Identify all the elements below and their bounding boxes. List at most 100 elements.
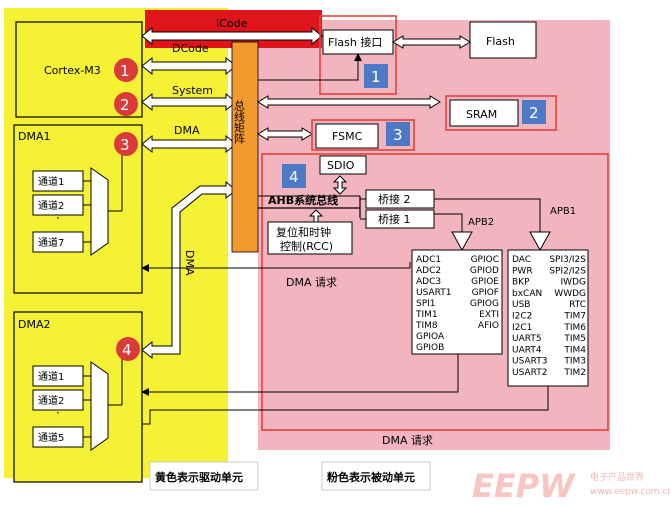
peripheral-label: USART2 xyxy=(512,368,547,378)
dma1-label: DMA1 xyxy=(18,130,50,143)
bus-matrix-label: 总线矩阵 xyxy=(233,99,246,145)
peripheral-label: TIM4 xyxy=(563,345,586,355)
dma1-ellipsis: · xyxy=(56,211,60,225)
red-badge-4 xyxy=(116,337,140,361)
peripheral-label: I2C1 xyxy=(512,323,532,333)
dma-bus-label: DMA xyxy=(174,124,200,137)
sdio-box xyxy=(319,155,367,175)
flash-interface-box xyxy=(322,29,394,55)
peripheral-label: UART4 xyxy=(512,345,542,355)
apb1-line xyxy=(434,198,541,232)
ahb-region-border xyxy=(261,153,609,431)
apb1-peripherals-box xyxy=(507,249,589,387)
peripheral-label: EXTI xyxy=(479,310,499,320)
dcode-label: DCode xyxy=(172,42,209,55)
dma2-channel-c-label: 通道5 xyxy=(38,431,64,444)
red-badge-2 xyxy=(114,92,138,116)
peripheral-label: USART3 xyxy=(512,357,547,367)
bridge2-label: 桥接 2 xyxy=(378,193,411,206)
matrix-to-flash-if xyxy=(258,53,362,81)
rcc-box xyxy=(267,221,353,255)
peripheral-label: TIM8 xyxy=(415,321,438,331)
dma2-ellipsis: · xyxy=(56,406,60,420)
peripheral-label: GPIOB xyxy=(416,343,444,353)
peripheral-label: USB xyxy=(512,300,530,310)
cortex-m3-label: Cortex-M3 xyxy=(44,64,101,77)
rcc-label-line2: 控制(RCC) xyxy=(280,239,333,253)
red-badge-3 xyxy=(114,132,138,156)
sram-highlight xyxy=(445,95,557,131)
peripheral-label: GPIOF xyxy=(472,288,499,298)
sdio-label: SDIO xyxy=(327,159,355,172)
dma-request-line-2 xyxy=(141,354,459,396)
peripheral-label: ADC1 xyxy=(416,255,441,265)
dma1-arbiter xyxy=(90,167,109,256)
peripheral-label: GPIOA xyxy=(416,332,445,342)
apb1-right-column: SPI3/I2SSPI2/I2SIWDGWWDGRTCTIM7TIM6TIM5T… xyxy=(549,255,586,378)
peripheral-label: AFIO xyxy=(478,321,499,331)
sram-link-arrow xyxy=(257,95,441,109)
apb1-left-column: DACPWRBKPbxCANUSBI2C2I2C1UART5UART4USART… xyxy=(512,255,547,378)
peripheral-label: I2C2 xyxy=(512,312,532,322)
flash-box xyxy=(469,21,537,59)
dma-vertical-label: DMA xyxy=(183,250,196,276)
peripheral-label: SPI3/I2S xyxy=(549,255,586,265)
fsmc-highlight xyxy=(311,119,415,151)
flash-interface-highlight xyxy=(319,15,397,95)
dma-request-line-3 xyxy=(142,386,549,425)
peripheral-label: SPI2/I2S xyxy=(549,266,586,276)
red-badge-1-text: 1 xyxy=(120,62,130,80)
flash-link-arrow xyxy=(392,35,471,49)
peripheral-label: TIM1 xyxy=(415,310,438,320)
apb2-line xyxy=(434,213,463,232)
fsmc-box xyxy=(315,123,379,149)
peripheral-label: GPIOE xyxy=(471,277,499,287)
dma2-channel-a-label: 通道1 xyxy=(38,370,64,383)
peripheral-label: TIM3 xyxy=(563,357,586,367)
peripheral-label: BKP xyxy=(512,278,530,288)
ahb-label: AHB系统总线 xyxy=(268,193,338,207)
icode-arrow xyxy=(141,26,323,46)
legend-pink-label: 粉色表示被动单元 xyxy=(327,470,415,484)
dma-request-label-1: DMA 请求 xyxy=(286,276,337,289)
peripheral-label: TIM6 xyxy=(563,323,586,333)
watermark-logo: EEPW xyxy=(472,467,576,505)
peripheral-label: GPIOD xyxy=(470,266,499,276)
sdio-ahb-arrow xyxy=(332,175,348,195)
blue-badge-4-text: 4 xyxy=(289,168,299,186)
blue-badge-2-text: 2 xyxy=(529,104,539,122)
peripheral-label: USART1 xyxy=(416,288,451,298)
icode-label: ICode xyxy=(216,17,248,30)
bus-matrix xyxy=(231,41,259,253)
apb2-arrowhead xyxy=(451,231,473,252)
peripheral-label: WWDG xyxy=(554,289,586,299)
sram-box xyxy=(449,99,519,127)
red-badge-1 xyxy=(114,58,138,82)
legend-yellow-box xyxy=(149,461,259,491)
peripheral-label: RTC xyxy=(569,300,586,310)
blue-badge-3 xyxy=(386,122,410,146)
blue-badge-1 xyxy=(364,64,388,88)
apb2-label: APB2 xyxy=(468,217,494,228)
dma2-arbiter xyxy=(90,361,109,451)
peripheral-label: TIM5 xyxy=(563,334,586,344)
fsmc-label: FSMC xyxy=(332,130,363,143)
red-badge-2-text: 2 xyxy=(120,96,130,114)
peripheral-label: SPI1 xyxy=(416,299,436,309)
flash-interface-label: Flash 接口 xyxy=(328,36,382,49)
dma2-channel-b-label: 通道2 xyxy=(38,394,64,407)
dma-request-label-2: DMA 请求 xyxy=(382,434,433,447)
watermark-cn: 电子产品世界 xyxy=(590,471,644,483)
system-label: System xyxy=(172,84,213,97)
peripheral-label: GPIOG xyxy=(470,299,499,309)
blue-badge-4 xyxy=(282,164,306,188)
dma2-label: DMA2 xyxy=(18,318,50,331)
apb2-peripherals-box xyxy=(411,249,503,355)
legend-yellow-label: 黄色表示驱动单元 xyxy=(155,470,243,484)
peripheral-label: TIM2 xyxy=(563,368,586,378)
peripheral-label: TIM7 xyxy=(563,312,586,322)
